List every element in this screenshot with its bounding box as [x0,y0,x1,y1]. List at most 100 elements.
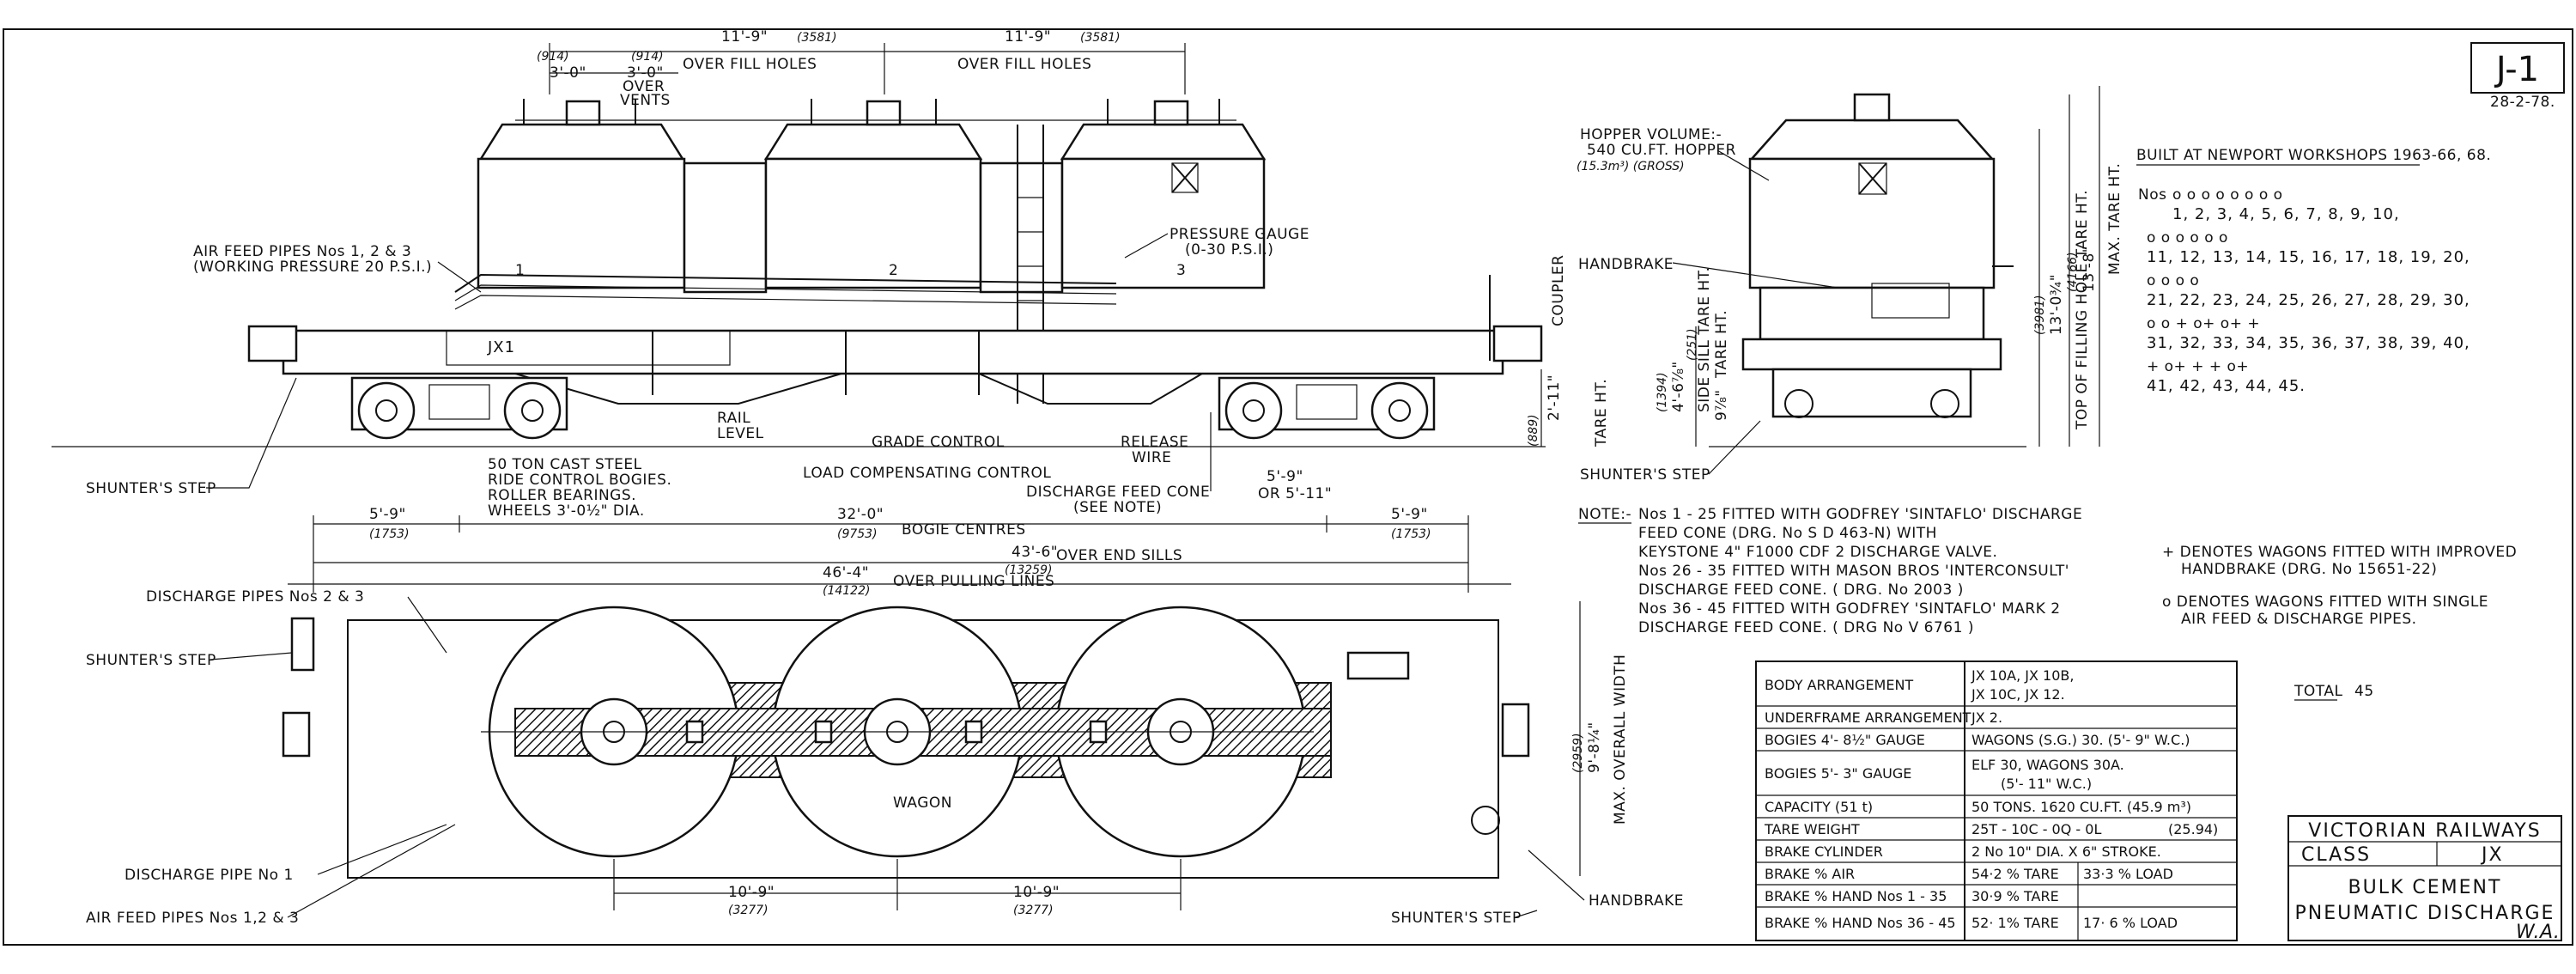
notes-plus-1: + DENOTES WAGONS FITTED WITH IMPROVED [2162,544,2517,561]
dim-side-sill: 4'-6⅞" [1670,361,1687,412]
notes-o-1: o DENOTES WAGONS FITTED WITH SINGLE [2162,594,2488,611]
dim-end-sills-label: OVER END SILLS [1056,547,1182,564]
built-row-4: 31, 32, 33, 34, 35, 36, 37, 38, 39, 40, [2147,334,2470,352]
dim-pulling-label: OVER PULLING LINES [893,573,1054,590]
table-cell-label: BRAKE % HAND Nos 36 - 45 [1765,915,1956,931]
title-line-2: PNEUMATIC DISCHARGE [2295,903,2555,924]
table-cell-label: UNDERFRAME ARRANGEMENT [1765,709,1971,726]
label-grade-control: GRADE CONTROL [872,434,1005,451]
dim-coupler-ht-mm: (889) [1527,414,1540,447]
dim-side-sill-mm: (1394) [1656,372,1669,412]
label-rail-1: RAIL [717,410,750,427]
label-wagon-cl: WAGON [893,794,952,812]
dim-plan-2: 10'-9" [1013,884,1060,901]
drawing-date: 28-2-78. [2490,94,2555,111]
label-bogies-2: RIDE CONTROL BOGIES. [488,472,671,489]
underframe [282,329,1504,375]
label-hopper-volume-1: HOPPER VOLUME:- [1580,126,1722,143]
drawing-number-block: J-1 28-2-78. [2470,42,2565,111]
dim-vents-label-1: OVER [623,78,665,95]
table-cell-value: 50 TONS. 1620 CU.FT. (45.9 m³) [1971,799,2191,815]
dim-width-label: MAX. OVERALL WIDTH [1612,654,1629,825]
total-label: TOTAL [2293,683,2342,700]
built-heading: BUILT AT NEWPORT WORKSHOPS 1963-66, 68. [2136,147,2491,164]
dim-plan-1: 10'-9" [728,884,775,901]
table-row: BRAKE % HAND Nos 36 - 45 52· 1% TARE 17·… [1765,915,2178,931]
drawing-number: J-1 [2494,50,2539,89]
table-cell-label: CAPACITY (51 t) [1765,799,1873,815]
label-shunters-step-plan-1: SHUNTER'S STEP [86,652,216,669]
title-line-1: BULK CEMENT [2348,877,2502,898]
table-cell-value: ELF 30, WAGONS 30A. [1971,757,2124,773]
label-discharge-pipe-1: DISCHARGE PIPE No 1 [125,867,294,884]
notes-o-2: AIR FEED & DISCHARGE PIPES. [2181,611,2417,628]
label-bogies-3: ROLLER BEARINGS. [488,487,636,504]
hopper-2 [763,99,983,289]
label-bogies-1: 50 TON CAST STEEL [488,456,642,473]
coupler-right [1492,325,1543,362]
label-air-feed-2: (WORKING PRESSURE 20 P.S.I.) [193,259,432,276]
notes-line-1: Nos 1 - 25 FITTED WITH GODFREY 'SINTAFLO… [1638,506,2082,523]
built-block: BUILT AT NEWPORT WORKSHOPS 1963-66, 68. … [2136,147,2491,701]
table-row: BODY ARRANGEMENT JX 10A, JX 10B, JX 10C,… [1765,667,2074,703]
label-shunters-step-plan-2: SHUNTER'S STEP [1391,910,1522,927]
label-release-wire-1: RELEASE [1121,434,1188,451]
dim-side-sill-label: SIDE SILL TARE HT. [1696,267,1713,412]
dim-vents-1: 3'-0" [550,64,586,82]
table-cell-value-2: (25.94) [2168,821,2218,837]
built-nos: Nos [2138,186,2166,204]
label-handbrake-end: HANDBRAKE [1578,256,1674,273]
label-discharge-cone-1: DISCHARGE FEED CONE [1026,484,1210,501]
label-bogies-4: WHEELS 3'-0½" DIA. [488,502,645,520]
built-marks-3: o o o o [2147,272,2199,289]
title-block: VICTORIAN RAILWAYS CLASS JX BULK CEMENT … [2287,815,2562,943]
table-row: BOGIES 5'- 3" GAUGE ELF 30, WAGONS 30A. … [1765,757,2124,792]
notes-block: NOTE:- Nos 1 - 25 FITTED WITH GODFREY 'S… [1578,506,2517,636]
dim-end-sills: 43'-6" [1012,544,1058,561]
table-cell-label: BRAKE % HAND Nos 1 - 35 [1765,888,1947,904]
built-marks-4: o o + o+ o+ + [2147,315,2260,332]
built-row-2: 11, 12, 13, 14, 15, 16, 17, 18, 19, 20, [2147,248,2470,266]
built-row-3: 21, 22, 23, 24, 25, 26, 27, 28, 29, 30, [2147,291,2470,309]
table-row: BRAKE % AIR 54·2 % TARE 33·3 % LOAD [1765,866,2173,882]
label-pressure-gauge-1: PRESSURE GAUGE [1170,226,1309,243]
dims-top: 11'-9" (3581) OVER FILL HOLES 11'-9" (35… [537,28,1186,109]
table-cell-label: BRAKE % AIR [1765,866,1855,882]
title-initials: W.A. [2516,922,2560,943]
label-release-wire-2: WIRE [1132,449,1171,466]
built-row-5: 41, 42, 43, 44, 45. [2147,377,2306,395]
dim-mid-or: OR 5'-11" [1258,485,1332,502]
body-code: JX1 [487,338,515,356]
hopper-link-1 [683,161,768,294]
dim-coupler-ht: 2'-11" [1546,374,1563,421]
dim-pulling-mm: (14122) [823,584,870,598]
hopper-3 [1060,99,1267,289]
table-cell-value: 25T - 10C - 0Q - 0L [1971,821,2101,837]
table-row: BRAKE CYLINDER 2 No 10" DIA. X 6" STROKE… [1765,843,2161,860]
dim-width-mm: (2959) [1571,733,1585,773]
bogie-right [1218,376,1436,440]
title-railway: VICTORIAN RAILWAYS [2308,820,2541,842]
dim-end-sills-mm: (13259) [1005,563,1052,577]
dim-vents-2: 3'-0" [627,64,664,82]
end-view: HOPPER VOLUME:- 540 CU.FT. HOPPER (15.3m… [1577,86,2123,484]
table-cell-value: 52· 1% TARE [1971,915,2059,931]
table-cell-label: BRAKE CYLINDER [1765,843,1883,860]
data-table: BODY ARRANGEMENT JX 10A, JX 10B, JX 10C,… [1755,660,2238,941]
dim-fill-holes-2-mm: (3581) [1080,31,1121,45]
dim-fill-holes-1-mm: (3581) [797,31,837,45]
hopper-number-3: 3 [1176,262,1186,279]
table-cell-label: TARE WEIGHT [1764,821,1860,837]
dim-filling: 13'-0¾" [2048,274,2065,335]
table-row: BOGIES 4'- 8½" GAUGE WAGONS (S.G.) 30. (… [1765,732,2190,748]
dim-filling-label: TOP OF FILLING HOLE TARE HT. [2074,190,2091,430]
label-tare-ht: TARE HT. [1593,379,1610,447]
dim-mid: 5'-9" [1267,468,1303,485]
dim-fill-holes-2-label: OVER FILL HOLES [957,56,1091,73]
table-cell-value: JX 2. [1971,709,2002,726]
dim-max-label: MAX. TARE HT. [2106,163,2123,275]
table-cell-value: 2 No 10" DIA. X 6" STROKE. [1971,843,2161,860]
label-air-feed-plan: AIR FEED PIPES Nos 1,2 & 3 [86,910,299,927]
notes-line-3: KEYSTONE 4" F1000 CDF 2 DISCHARGE VALVE. [1638,544,1997,561]
